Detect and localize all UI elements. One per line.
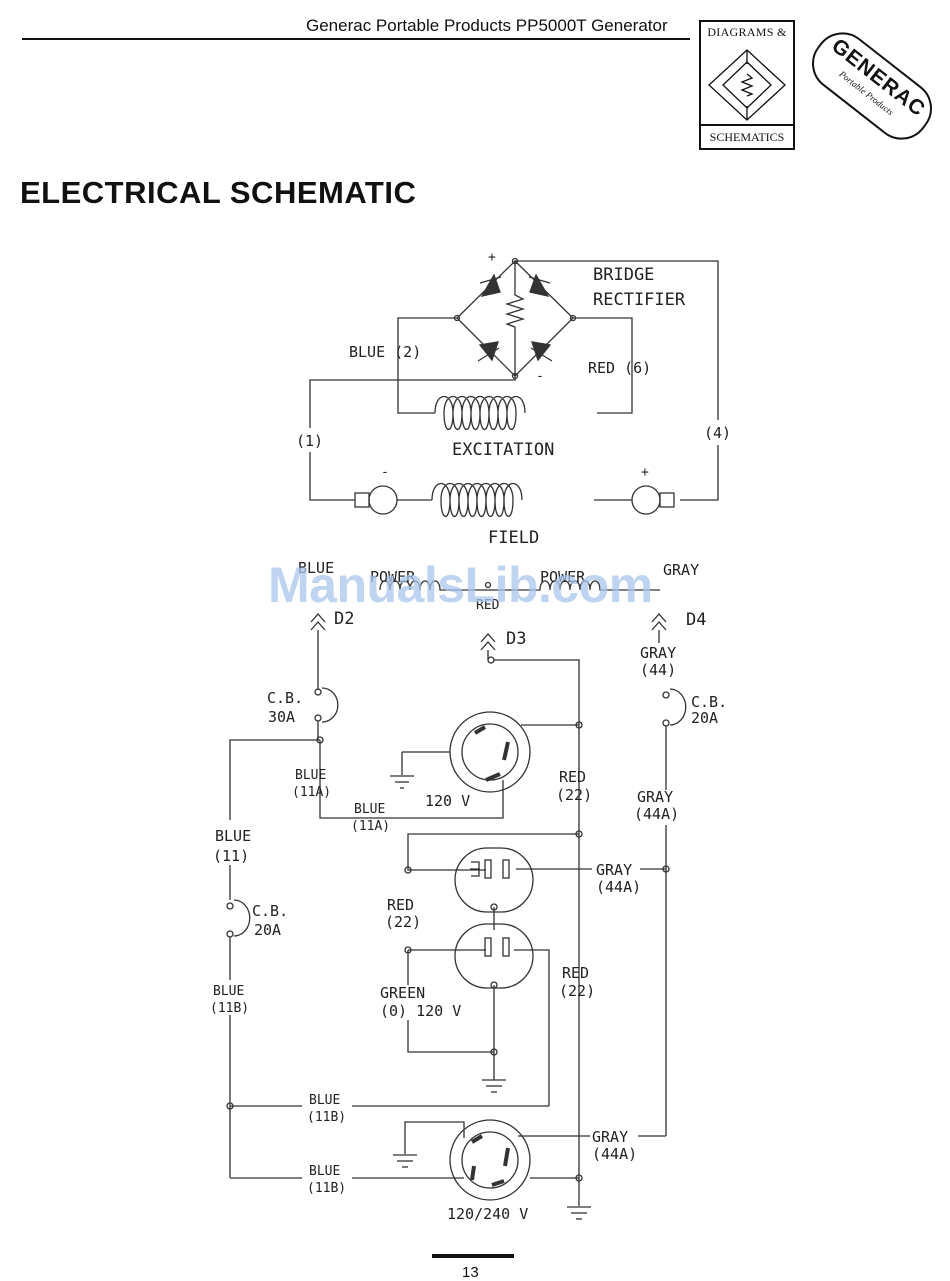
cb20r-label-b: 20A bbox=[691, 709, 718, 727]
logo-diode-bridge-icon bbox=[708, 49, 786, 121]
power-right-label: POWER bbox=[540, 568, 586, 586]
connector-d4-label: D4 bbox=[686, 610, 706, 630]
wire-1-lower bbox=[309, 452, 355, 501]
wire-red6 bbox=[573, 317, 633, 414]
field-minus-label: - bbox=[381, 465, 389, 480]
bridge-diode-bottom-right bbox=[530, 341, 553, 362]
page-heading: ELECTRICAL SCHEMATIC bbox=[20, 175, 417, 210]
cb30-label-b: 30A bbox=[268, 708, 295, 726]
bridge-diode-top-left bbox=[479, 273, 502, 297]
slip-ring-left bbox=[368, 485, 398, 515]
red22-label-1b: (22) bbox=[556, 786, 592, 804]
excitation-coil bbox=[434, 395, 526, 431]
cb-20a-right-arc bbox=[669, 688, 687, 726]
excitation-label: EXCITATION bbox=[452, 440, 554, 460]
wire-red22 bbox=[494, 659, 580, 1178]
green-label-b: (0) 120 V bbox=[380, 1002, 461, 1020]
header-rule bbox=[22, 38, 690, 40]
wire-1-upper bbox=[309, 376, 516, 428]
cb-30a-arc bbox=[321, 687, 339, 723]
wire-blue2-label: BLUE (2) bbox=[349, 343, 421, 361]
document-header-title: Generac Portable Products PP5000T Genera… bbox=[306, 16, 668, 35]
wire-4-lower bbox=[680, 445, 719, 501]
cb-20a-left-arc bbox=[233, 899, 251, 937]
connector-d2-label: D2 bbox=[334, 609, 354, 629]
brush-left bbox=[354, 492, 370, 508]
field-plus-label: + bbox=[641, 465, 649, 480]
gray44a-label-1b: (44A) bbox=[634, 805, 679, 823]
gray44-label-b: (44) bbox=[640, 661, 676, 679]
cb20l-label-b: 20A bbox=[254, 921, 281, 939]
gray44a-label-3b: (44A) bbox=[592, 1145, 637, 1163]
receptacle-120-240v-label: 120/240 V bbox=[447, 1205, 528, 1223]
slip-ring-right bbox=[631, 485, 661, 515]
wire-red6-label: RED (6) bbox=[588, 359, 651, 377]
blue11b-label-3b: (11B) bbox=[307, 1181, 346, 1196]
red22-label-3b: (22) bbox=[559, 982, 595, 1000]
wire-blue2 bbox=[397, 317, 457, 414]
red22-label-3a: RED bbox=[562, 964, 589, 982]
receptacle-120v-label: 120 V bbox=[425, 792, 470, 810]
blue11a-label-1b: (11A) bbox=[292, 785, 331, 800]
blue11b-label-1b: (11B) bbox=[210, 1001, 249, 1016]
blue11a-label-2b: (11A) bbox=[351, 819, 390, 834]
red22-label-1a: RED bbox=[559, 768, 586, 786]
cb20l-label-a: C.B. bbox=[252, 902, 288, 920]
bridge-diode-top-right bbox=[528, 273, 551, 297]
cb30-label-a: C.B. bbox=[267, 689, 303, 707]
bridge-rectifier-label-2: RECTIFIER bbox=[593, 290, 686, 310]
bridge-minus-label: - bbox=[536, 369, 544, 384]
field-coil bbox=[431, 482, 523, 518]
cb20r-label-a: C.B. bbox=[691, 693, 727, 711]
wire-1-label: (1) bbox=[296, 432, 323, 450]
diagrams-schematics-logo: DIAGRAMS & SCHEMATICS bbox=[699, 20, 795, 150]
wire-4-upper bbox=[515, 260, 719, 420]
field-label: FIELD bbox=[488, 528, 539, 548]
page-number-rule bbox=[432, 1254, 514, 1258]
power-winding-left bbox=[379, 580, 488, 591]
blue-top-label: BLUE bbox=[298, 559, 334, 577]
cb-30a-terminal-top bbox=[314, 688, 322, 696]
red-top-label: RED bbox=[476, 598, 500, 613]
twistlock-120-240v-receptacle bbox=[449, 1119, 531, 1201]
power-winding-right bbox=[488, 580, 660, 591]
blue11b-label-1a: BLUE bbox=[213, 984, 244, 999]
wire-4-label: (4) bbox=[704, 424, 731, 442]
gray44a-label-2a: GRAY bbox=[596, 861, 632, 879]
blue11-label-a: BLUE bbox=[215, 827, 251, 845]
power-left-label: POWER bbox=[370, 568, 416, 586]
brush-right bbox=[659, 492, 675, 508]
gray44-label-a: GRAY bbox=[640, 644, 676, 662]
connector-d2 bbox=[310, 613, 326, 631]
bridge-diode-bottom-left bbox=[477, 341, 500, 362]
connector-d3 bbox=[480, 633, 496, 651]
blue11b-label-3a: BLUE bbox=[309, 1164, 340, 1179]
blue11a-label-2a: BLUE bbox=[354, 802, 385, 817]
logo-top-text: DIAGRAMS & bbox=[707, 25, 787, 39]
blue11b-label-2a: BLUE bbox=[309, 1093, 340, 1108]
bridge-rectifier-label-1: BRIDGE bbox=[593, 265, 654, 285]
watermark: ManualsLib.com bbox=[268, 557, 653, 613]
bridge-resistor bbox=[504, 261, 526, 376]
duplex-receptacle-bottom bbox=[454, 923, 534, 989]
cb-30a-terminal-bottom bbox=[314, 714, 322, 722]
page-number: 13 bbox=[462, 1264, 479, 1281]
connector-d3-label: D3 bbox=[506, 629, 526, 649]
blue11b-label-2b: (11B) bbox=[307, 1110, 346, 1125]
duplex-receptacle-top bbox=[454, 847, 534, 913]
red22-label-2a: RED bbox=[387, 896, 414, 914]
blue11a-label-1a: BLUE bbox=[295, 768, 326, 783]
green-label-a: GREEN bbox=[380, 984, 425, 1002]
logo-bottom-text: SCHEMATICS bbox=[701, 124, 793, 148]
connector-d4 bbox=[651, 613, 667, 631]
gray44a-label-1a: GRAY bbox=[637, 788, 673, 806]
gray44a-label-2b: (44A) bbox=[596, 878, 641, 896]
bridge-plus-label: + bbox=[488, 250, 496, 265]
wire-blue11a bbox=[319, 740, 504, 819]
gray44a-label-3a: GRAY bbox=[592, 1128, 628, 1146]
gray-top-label: GRAY bbox=[663, 561, 699, 579]
red22-label-2b: (22) bbox=[385, 913, 421, 931]
blue11-label-b: (11) bbox=[213, 847, 249, 865]
